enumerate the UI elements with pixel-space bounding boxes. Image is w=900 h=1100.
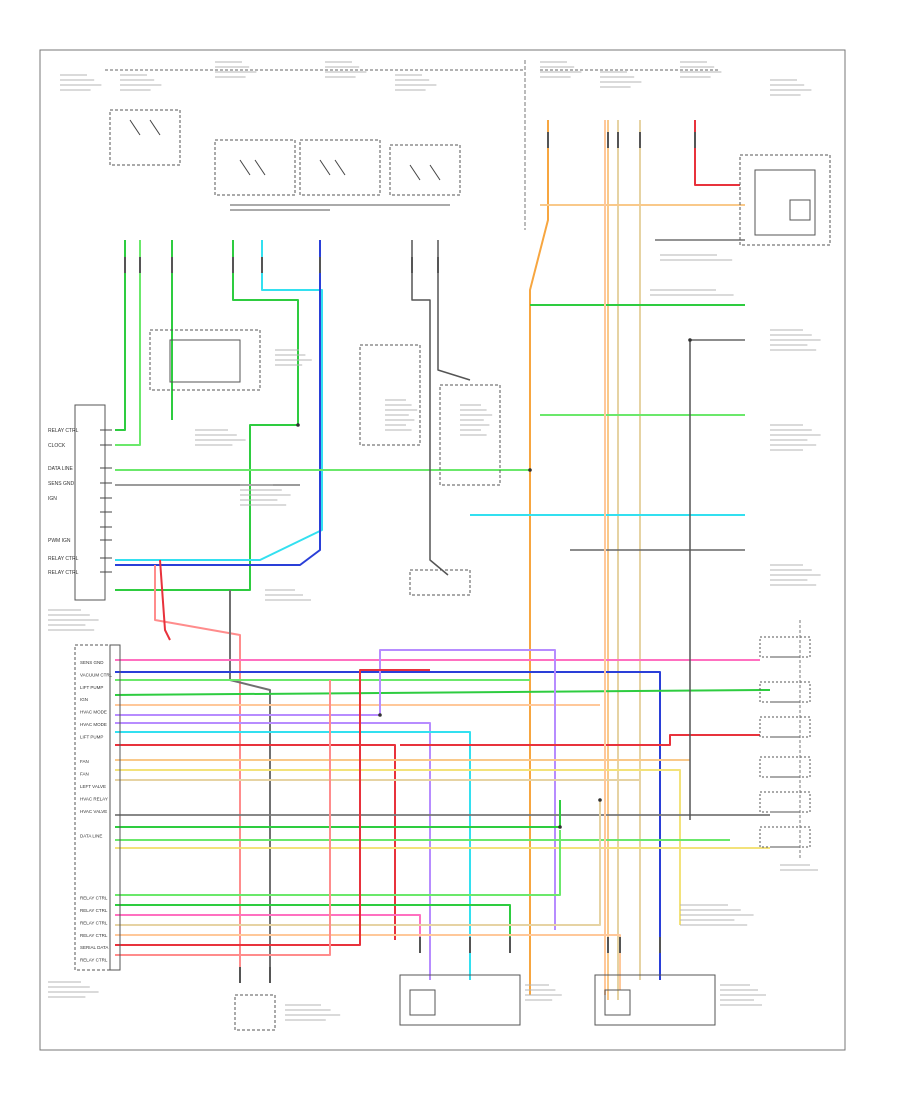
- temp-sensor-sensor-3: [759, 716, 811, 738]
- wire-black-actuator-2: [437, 240, 471, 381]
- wire-blue-relay: [115, 240, 321, 566]
- ecu-pin-label: PWM IGN: [48, 538, 71, 544]
- temp-door-actuator-label: [409, 569, 471, 596]
- left-mode-door-actuator: [359, 344, 421, 446]
- blower-motor-control-module: [149, 329, 261, 391]
- switch-contact: [254, 159, 266, 176]
- wire-lightred-bottom: [115, 680, 331, 956]
- ecu-body-lower: [74, 644, 121, 971]
- switch-contact: [239, 159, 251, 176]
- wire-black-actuator: [411, 240, 449, 576]
- wire-red-lower: [115, 744, 396, 940]
- ecu-pin-label: LEFT VALVE: [80, 784, 106, 789]
- auxiliary-panel: [739, 154, 831, 246]
- switch-contact: [429, 164, 441, 181]
- aux-module: [754, 169, 816, 236]
- wire-purple-2: [115, 722, 431, 980]
- wire-cyan-upper: [115, 240, 323, 561]
- hvac-selector-switch: [109, 109, 181, 166]
- wire-pink-bottom: [115, 914, 421, 940]
- ecu-pin-label: HVAC MODE: [80, 722, 107, 727]
- ecu-pin-label: RELAY CTRL: [80, 958, 108, 963]
- ecu-pin-label: LIFT PUMP: [80, 685, 103, 690]
- temp-sensor-sensor-2: [759, 681, 811, 703]
- aux-indicator: [789, 199, 811, 221]
- ecu-pin-label: RELAY CTRL: [48, 570, 79, 576]
- ecu-pin-label: RELAY CTRL: [80, 896, 108, 901]
- ecu-pin-label: RELAY CTRL: [80, 920, 108, 925]
- wire-green-relay: [115, 240, 299, 591]
- wire-red-bottom: [115, 669, 430, 946]
- wire-green-mid: [114, 689, 771, 696]
- ecu-connector-upper: [74, 404, 106, 601]
- recirc-motor: [409, 989, 436, 1016]
- ecu-pin-label: DATA LINE: [80, 834, 102, 839]
- ecu-pin-label: VACUUM CTRL: [80, 672, 113, 677]
- component-layer: RELAY CTRL CLOCK DATA LINE SENS GND IGN PWM I…: [48, 60, 831, 1031]
- mode-motor: [604, 989, 631, 1016]
- switch-contact: [409, 164, 421, 181]
- splice-dot: [688, 338, 692, 342]
- wire-green-2: [115, 240, 141, 446]
- splice-dot: [598, 798, 602, 802]
- ecu-pin-label: CLOCK: [48, 443, 66, 449]
- ecu-pin-label: HVAC MODE: [80, 710, 107, 715]
- recirc-door-actuator: [399, 974, 521, 1026]
- temp-sensor-sensor-4: [759, 756, 811, 778]
- ecu-pin-label: HVAC VALVE: [80, 809, 107, 814]
- splice-dot: [528, 468, 532, 472]
- wire-green-bottom: [115, 904, 511, 940]
- ecu-pin-label: RELAY CTRL: [48, 556, 79, 562]
- ecu-pin-label: SENS GND: [48, 481, 75, 487]
- ecu-connector-lower: [109, 644, 121, 971]
- wire-red-right: [400, 734, 760, 746]
- blower-relay-2: [299, 139, 381, 196]
- ecu-pin-label: RELAY CTRL: [80, 908, 108, 913]
- wire-layer: [114, 120, 771, 1000]
- wire-purple-mid: [115, 649, 556, 930]
- splice-dot: [378, 713, 382, 717]
- switch-contact: [319, 159, 331, 176]
- wire-green-1: [115, 240, 126, 431]
- temp-sensor-sensor-6: [759, 826, 811, 848]
- right-mode-door-actuator: [439, 384, 501, 486]
- wire-peach-bottom: [115, 934, 621, 990]
- switch-contact: [334, 159, 346, 176]
- wire-cyan-lower: [115, 731, 471, 980]
- ecu-pin-label: HVAC RELAY: [80, 796, 108, 801]
- wire-orange-1: [529, 120, 549, 995]
- blower-relay-1: [214, 139, 296, 196]
- ecu-pin-label: IGN: [48, 496, 57, 502]
- ecu-pin-label: FAN: [80, 759, 89, 764]
- temp-sensor-sensor-5: [759, 791, 811, 813]
- ecu-pin-label: DATA LINE: [48, 466, 73, 472]
- wire-red-1: [159, 559, 171, 641]
- wire-blue-long: [115, 671, 661, 980]
- ecu-pin-label: SENS GND: [80, 660, 104, 665]
- temp-sensor-sensor-1: [759, 636, 811, 658]
- wire-lightgreen-bottom: [115, 830, 561, 896]
- blower-relay-3: [389, 144, 461, 196]
- splice-dot: [296, 423, 300, 427]
- wire-green-lower: [115, 800, 561, 828]
- splice-dot: [558, 825, 562, 829]
- diagram-border: [39, 49, 846, 1051]
- wire-lightred-ecu: [154, 565, 241, 980]
- wire-tan-bottom: [115, 800, 601, 926]
- ecu-pin-label: SERIAL DATA: [80, 945, 108, 950]
- switch-contact: [149, 119, 161, 136]
- air-temp-sensor: [234, 994, 276, 1031]
- switch-contact: [129, 119, 141, 136]
- wire-yellow-lower: [115, 769, 681, 925]
- blower-motor-inner: [169, 339, 241, 383]
- ecu-pin-label: FAN: [80, 772, 89, 777]
- mode-door-actuator: [594, 974, 716, 1026]
- ecu-pin-label: RELAY CTRL: [80, 933, 108, 938]
- ecu-pin-label: IGN: [80, 697, 88, 702]
- ecu-pin-label: RELAY CTRL: [48, 428, 79, 434]
- wire-gray-sensor: [229, 590, 271, 980]
- ecu-pin-label: LIFT PUMP: [80, 734, 103, 739]
- wire-red-top: [694, 120, 740, 186]
